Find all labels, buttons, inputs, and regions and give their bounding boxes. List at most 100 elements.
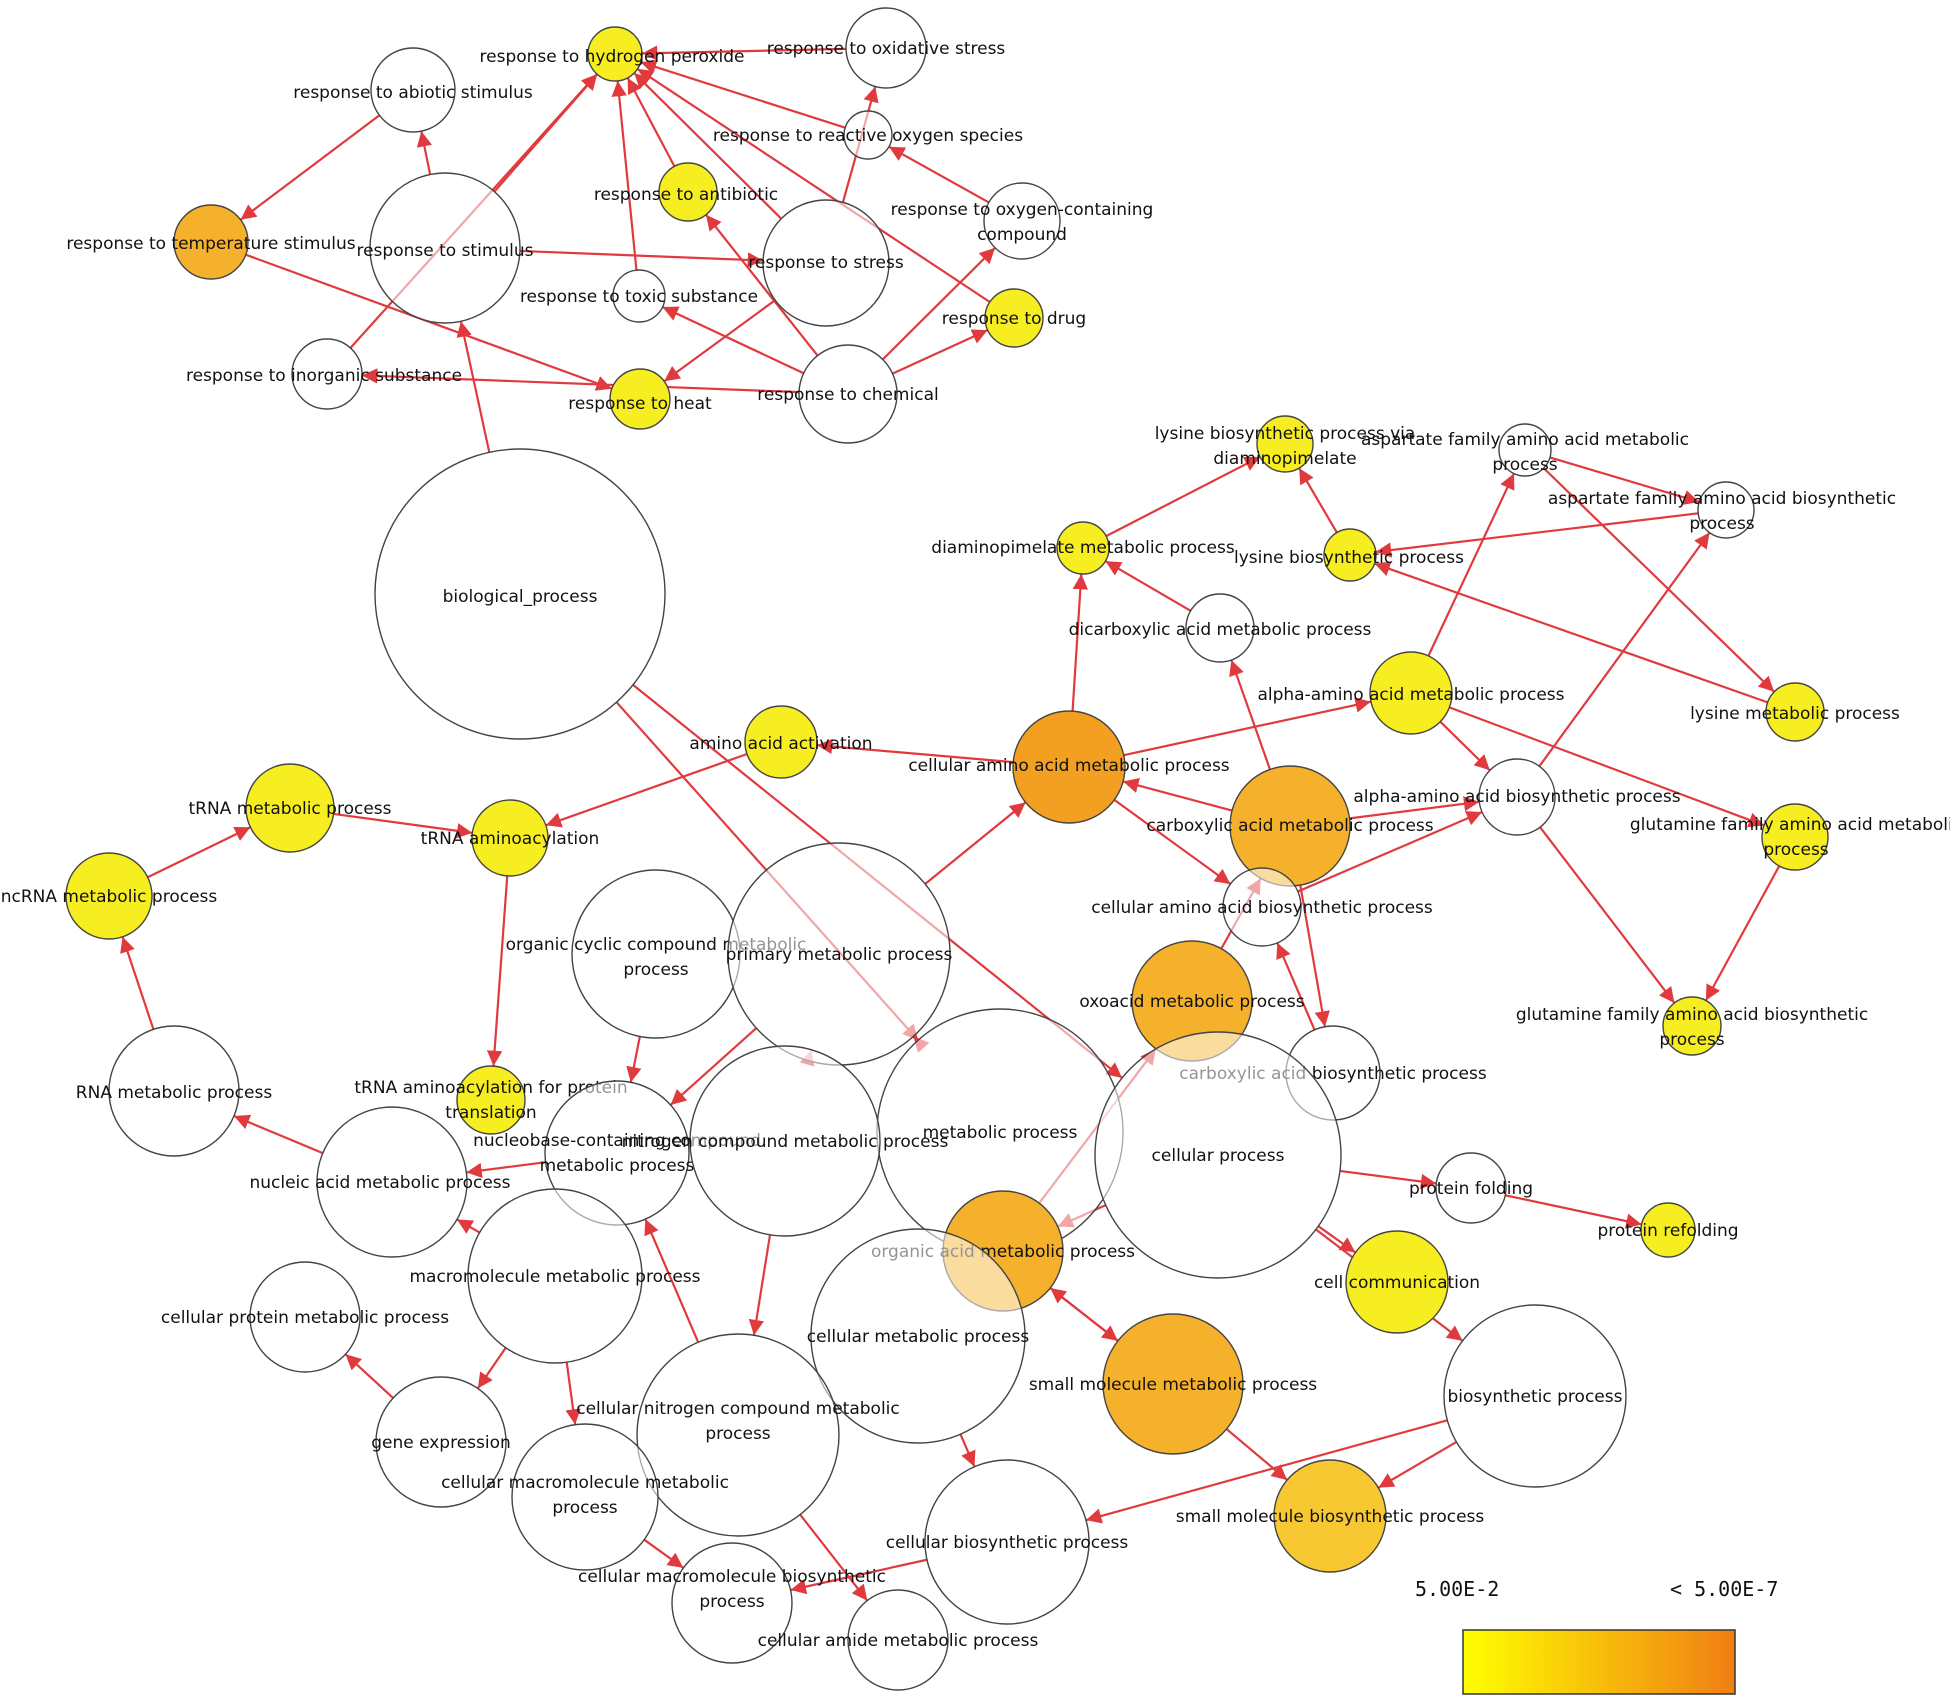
node-response-to-toxic-substance[interactable]: response to toxic substance [520,269,758,323]
node-glutamine-family-metabolic[interactable]: glutamine family amino acid metabolicpro… [1630,803,1950,871]
node-circle[interactable] [173,204,249,280]
node-cellular-protein-metabolic[interactable]: cellular protein metabolic process [161,1261,449,1373]
node-circle[interactable] [1056,521,1110,575]
node-cellular-process[interactable]: cellular process [1094,1031,1342,1279]
node-circle[interactable] [762,199,890,327]
node-lysine-metabolic[interactable]: lysine metabolic process [1690,682,1900,742]
node-circle[interactable] [1094,1031,1342,1279]
node-circle[interactable] [609,368,671,430]
node-circle[interactable] [1273,1459,1387,1573]
node-gene-expression[interactable]: gene expression [371,1376,511,1508]
node-circle[interactable] [1498,423,1552,477]
node-small-molecule-biosynthetic[interactable]: small molecule biosynthetic process [1176,1459,1485,1573]
node-carboxylic-acid-metabolic[interactable]: carboxylic acid metabolic process [1146,765,1434,887]
node-circle[interactable] [1345,1230,1449,1334]
node-circle[interactable] [689,1045,881,1237]
node-aspartate-family-biosynthetic[interactable]: aspartate family amino acid biosynthetic… [1548,481,1896,539]
node-circle[interactable] [744,705,818,779]
node-response-to-reactive-oxygen-species[interactable]: response to reactive oxygen species [713,110,1023,160]
node-response-to-antibiotic[interactable]: response to antibiotic [594,162,778,222]
node-glutamine-family-biosynthetic[interactable]: glutamine family amino acid biosynthetic… [1516,996,1868,1056]
node-circle[interactable] [316,1106,468,1258]
node-small-molecule-metabolic[interactable]: small molecule metabolic process [1029,1313,1317,1455]
node-circle[interactable] [471,799,549,877]
node-circle[interactable] [1256,415,1314,473]
node-circle[interactable] [1102,1313,1244,1455]
node-circle[interactable] [810,1228,1026,1444]
node-nucleic-acid-metabolic[interactable]: nucleic acid metabolic process [249,1106,511,1258]
node-response-to-chemical[interactable]: response to chemical [757,344,939,444]
node-circle[interactable] [1369,651,1453,735]
node-response-to-stimulus[interactable]: response to stimulus [356,172,534,324]
node-cellular-amino-acid-metabolic[interactable]: cellular amino acid metabolic process [908,710,1230,824]
node-biological-process[interactable]: biological_process [374,448,666,740]
node-circle[interactable] [1435,1152,1507,1224]
node-circle[interactable] [108,1025,240,1157]
node-ncrna-metabolic[interactable]: ncRNA metabolic process [1,852,218,940]
node-circle[interactable] [249,1261,361,1373]
node-response-to-inorganic-substance[interactable]: response to inorganic substance [186,338,462,410]
node-nitrogen-compound-metabolic[interactable]: nitrogen compound metabolic process [622,1045,949,1237]
node-cell-communication[interactable]: cell communication [1314,1230,1480,1334]
node-circle[interactable] [1765,682,1825,742]
node-response-to-heat[interactable]: response to heat [568,368,712,430]
node-response-to-temperature-stimulus[interactable]: response to temperature stimulus [66,204,356,280]
node-circle[interactable] [65,852,153,940]
node-cellular-biosynthetic[interactable]: cellular biosynthetic process [886,1459,1129,1625]
node-cellular-nitrogen-compound-metabolic[interactable]: cellular nitrogen compound metabolicproc… [576,1333,900,1537]
node-circle[interactable] [798,344,898,444]
node-cellular-amino-acid-biosynthetic[interactable]: cellular amino acid biosynthetic process [1091,867,1433,947]
node-circle[interactable] [658,162,718,222]
node-circle[interactable] [843,110,893,160]
node-cellular-macromolecule-biosynthetic[interactable]: cellular macromolecule biosyntheticproce… [578,1542,886,1664]
node-circle[interactable] [1640,1202,1696,1258]
node-cellular-metabolic[interactable]: cellular metabolic process [807,1228,1030,1444]
node-circle[interactable] [1761,803,1829,871]
node-diaminopimelate-metabolic[interactable]: diaminopimelate metabolic process [931,521,1235,575]
node-circle[interactable] [1697,481,1755,539]
node-rna-metabolic[interactable]: RNA metabolic process [76,1025,273,1157]
node-circle[interactable] [1478,758,1556,836]
node-nucleobase-containing-compound-metabolic[interactable]: nucleobase-containing compoundmetabolic … [473,1080,761,1226]
node-cellular-amide-metabolic[interactable]: cellular amide metabolic process [758,1589,1039,1691]
node-trna-aminoacylation[interactable]: tRNA aminoacylation [421,799,600,877]
node-circle[interactable] [456,1065,526,1135]
node-circle[interactable] [1185,593,1255,663]
node-protein-refolding[interactable]: protein refolding [1597,1202,1739,1258]
node-response-to-hydrogen-peroxide[interactable]: response to hydrogen peroxide [480,26,745,82]
node-alpha-amino-acid-biosynthetic[interactable]: alpha-amino acid biosynthetic process [1353,758,1681,836]
node-circle[interactable] [511,1423,659,1571]
node-amino-acid-activation[interactable]: amino acid activation [689,705,873,779]
node-circle[interactable] [370,47,456,133]
node-circle[interactable] [924,1459,1090,1625]
node-circle[interactable] [1222,867,1302,947]
node-circle[interactable] [983,182,1061,260]
node-circle[interactable] [984,288,1044,348]
node-circle[interactable] [587,26,643,82]
node-alpha-amino-acid-metabolic[interactable]: alpha-amino acid metabolic process [1257,651,1565,735]
node-trna-metabolic[interactable]: tRNA metabolic process [188,763,392,853]
node-oxoacid-metabolic[interactable]: oxoacid metabolic process [1079,940,1305,1062]
node-response-to-oxidative-stress[interactable]: response to oxidative stress [767,7,1006,89]
node-circle[interactable] [845,7,927,89]
node-lysine-biosynthetic[interactable]: lysine biosynthetic process [1234,528,1464,582]
node-lysine-biosynthetic-via-dap[interactable]: lysine biosynthetic process viadiaminopi… [1155,415,1416,473]
node-trna-aminoacylation-translation[interactable]: tRNA aminoacylation for proteintranslati… [354,1065,628,1135]
node-response-to-abiotic-stimulus[interactable]: response to abiotic stimulus [293,47,533,133]
node-circle[interactable] [245,763,335,853]
node-circle[interactable] [1443,1304,1627,1488]
node-circle[interactable] [291,338,363,410]
node-circle[interactable] [847,1589,949,1691]
node-primary-metabolic[interactable]: primary metabolic process [726,842,953,1066]
node-circle[interactable] [374,448,666,740]
node-circle[interactable] [375,1376,507,1508]
node-macromolecule-metabolic[interactable]: macromolecule metabolic process [409,1188,701,1364]
node-circle[interactable] [636,1333,840,1537]
node-aspartate-family-metabolic[interactable]: aspartate family amino acid metabolicpro… [1361,423,1689,477]
node-dicarboxylic-acid-metabolic[interactable]: dicarboxylic acid metabolic process [1069,593,1372,663]
node-response-to-stress[interactable]: response to stress [748,199,904,327]
node-protein-folding[interactable]: protein folding [1409,1152,1533,1224]
node-circle[interactable] [369,172,521,324]
